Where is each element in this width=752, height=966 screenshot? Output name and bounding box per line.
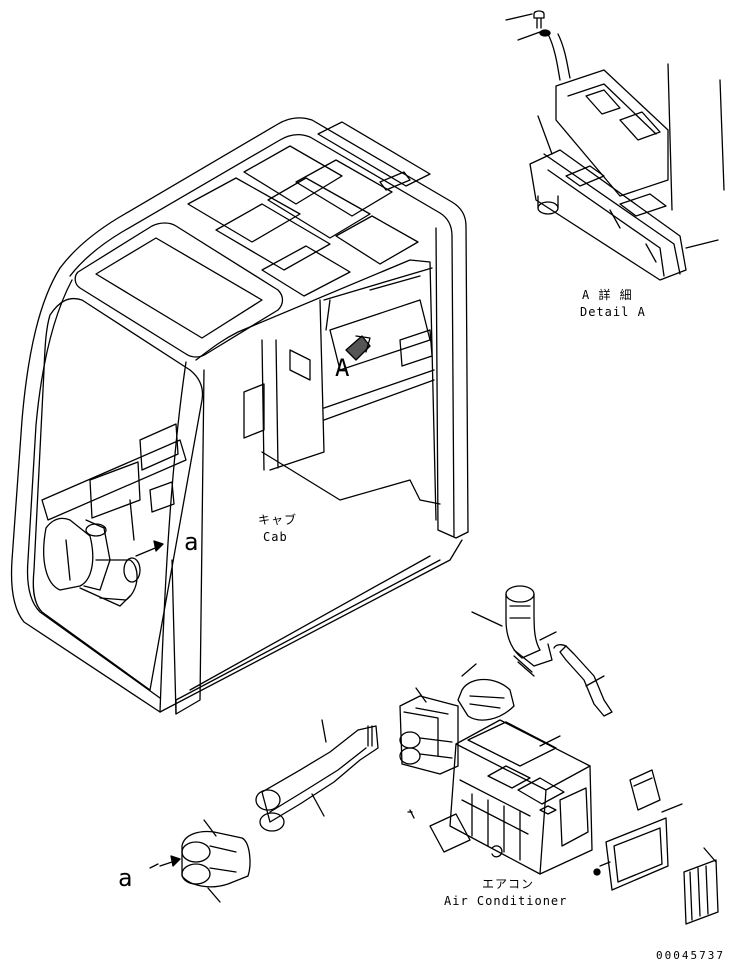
- rear-filter-duct: [149, 819, 251, 903]
- detail-a-view: [505, 10, 725, 281]
- leader-line: [325, 299, 331, 331]
- drawing-number: 00045737: [656, 949, 725, 962]
- detail-a-caption-jp: A 詳 細: [582, 288, 633, 302]
- filter-cover: [593, 769, 683, 891]
- view-arrow-label: A: [335, 354, 350, 382]
- detail-a-caption-en: Detail A: [580, 305, 646, 319]
- drain-hose: [553, 644, 613, 717]
- flex-duct: [255, 719, 379, 832]
- cab-caption-en: Cab: [263, 530, 288, 544]
- aircon-caption-en: Air Conditioner: [444, 894, 568, 908]
- cab-left-duct: [43, 517, 164, 607]
- air-conditioner-unit: [409, 719, 593, 875]
- aircon-caption-jp: エアコン: [482, 877, 535, 891]
- adapter-duct: [457, 663, 515, 721]
- cab-frame: [10, 117, 469, 715]
- cab-caption-jp: キャブ: [258, 513, 298, 527]
- ref-a-duct-label: a: [118, 864, 133, 892]
- twin-outlet-duct: [399, 687, 459, 813]
- filter-element: [683, 847, 719, 925]
- ref-a-cab-label: a: [184, 528, 199, 556]
- elbow-duct: [471, 585, 557, 677]
